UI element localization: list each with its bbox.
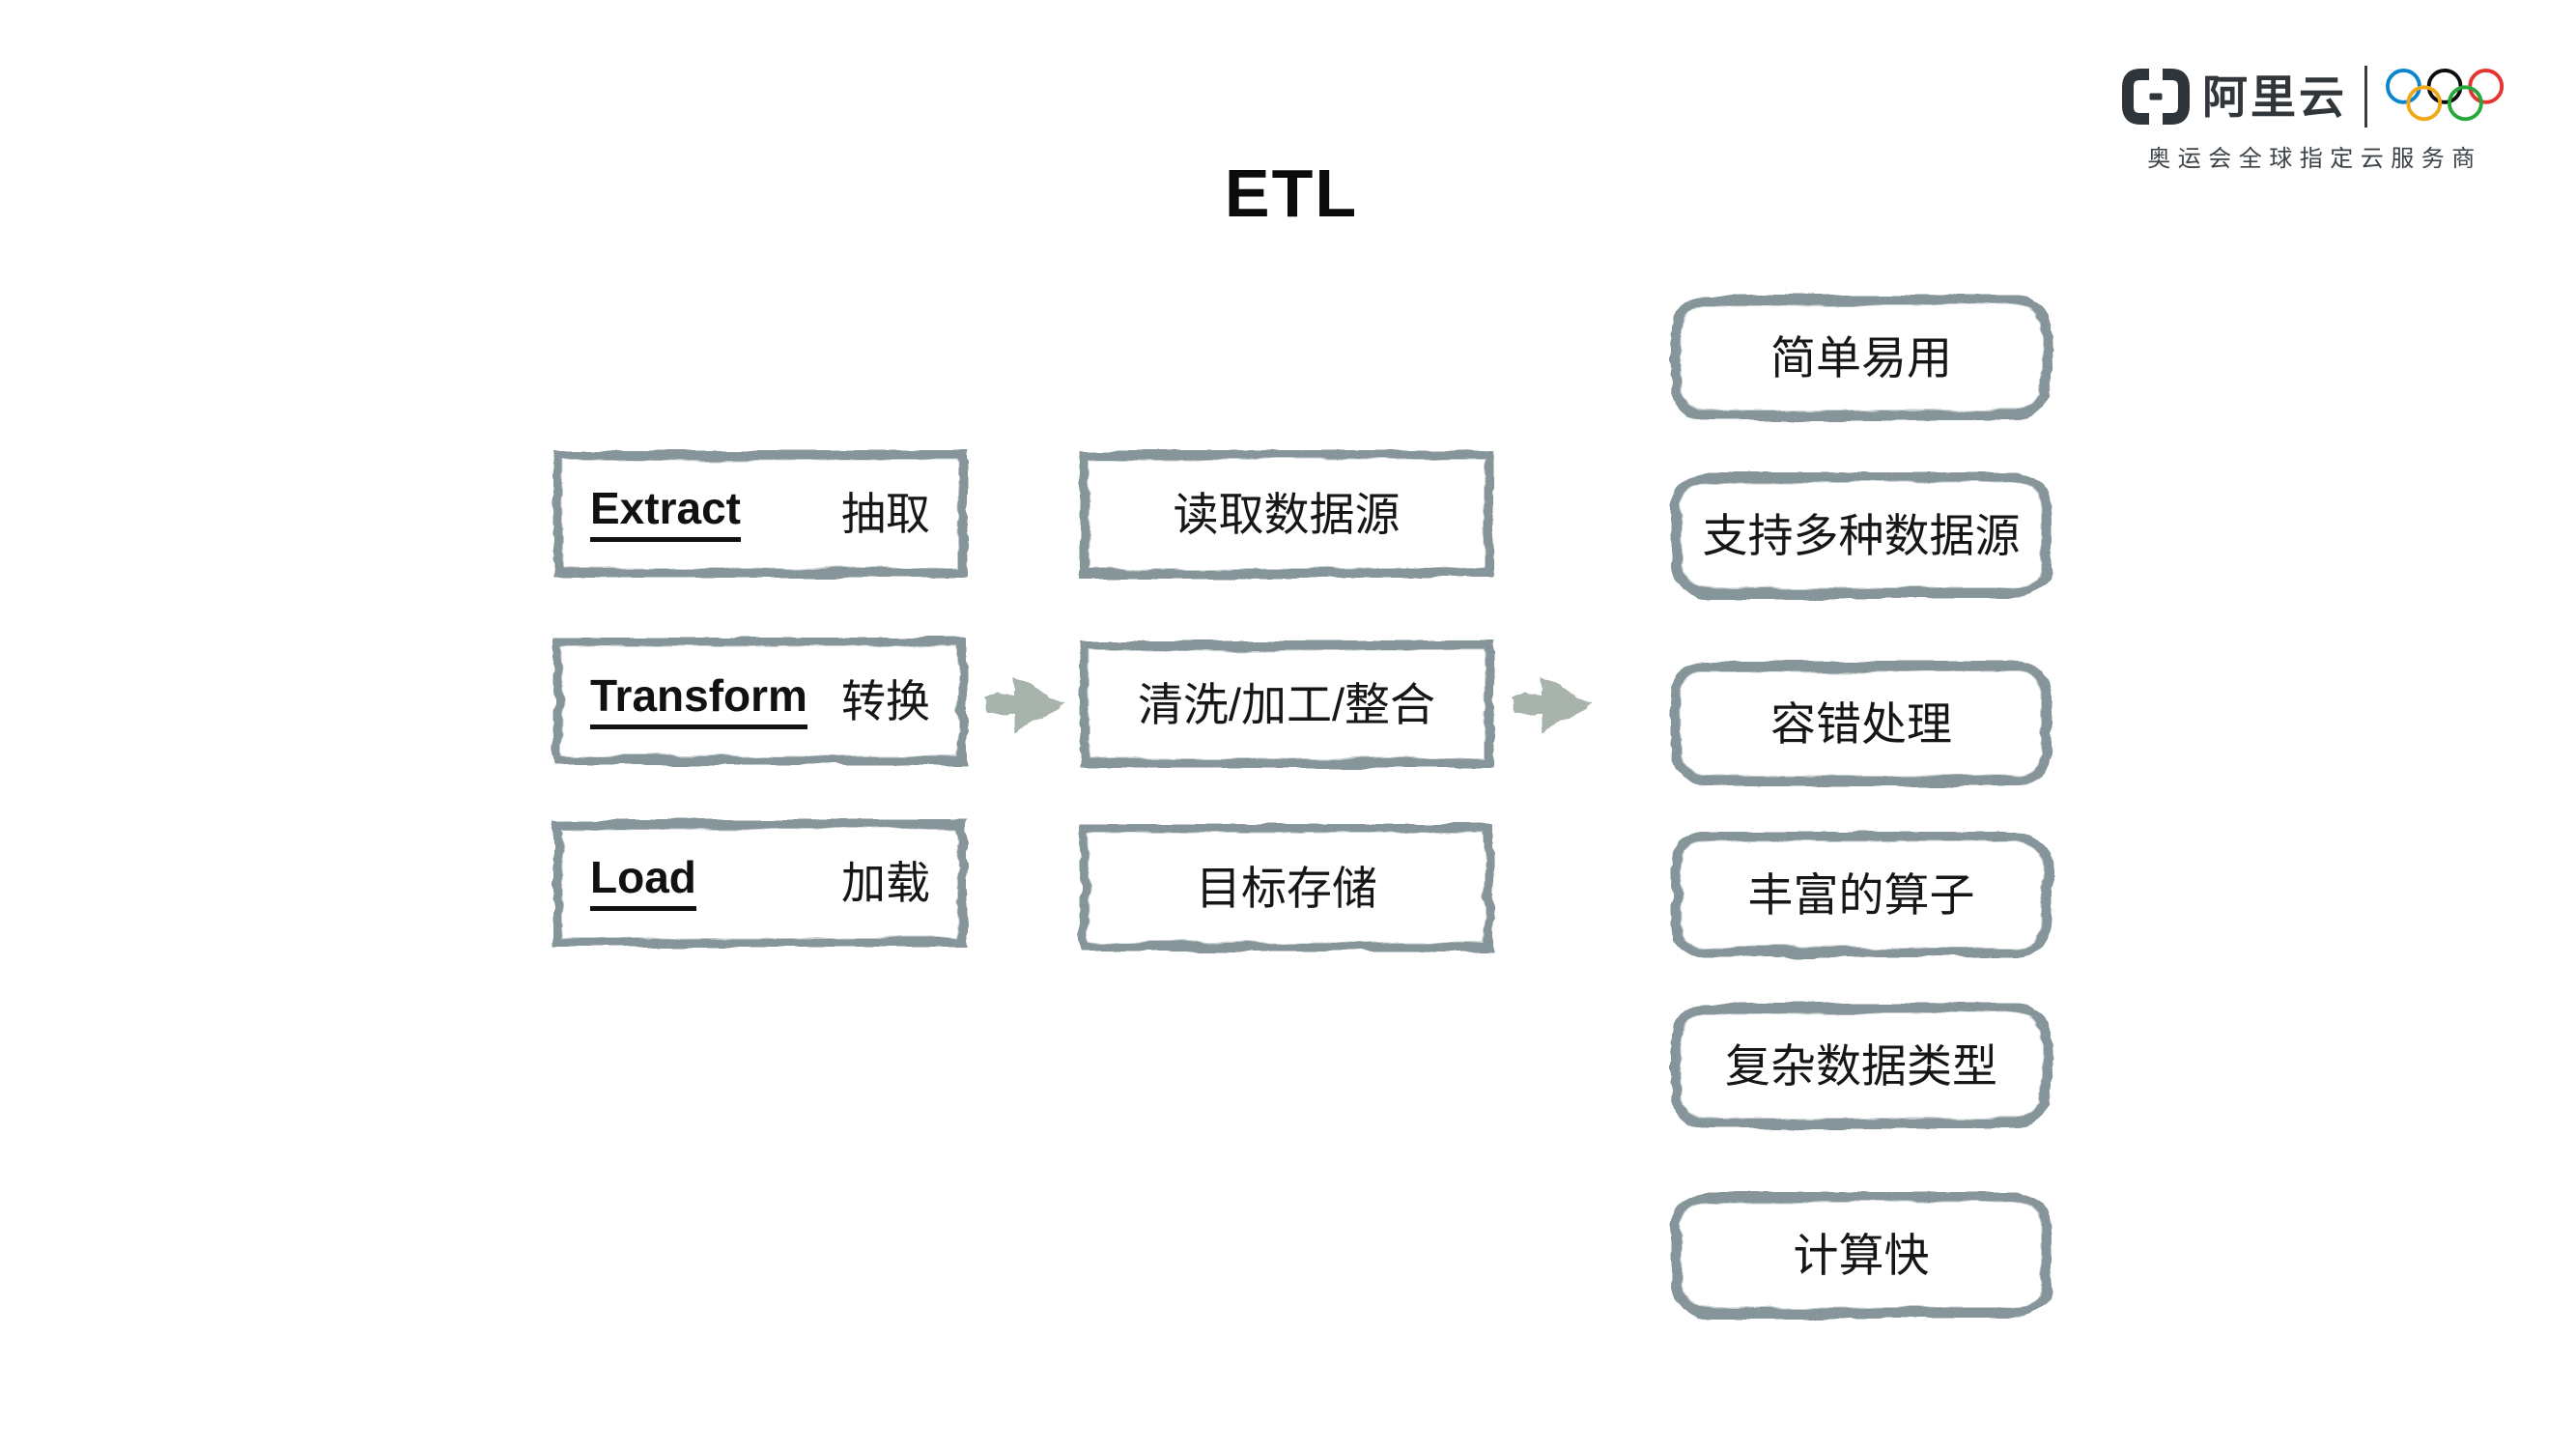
feature-label: 容错处理 bbox=[1770, 697, 1952, 750]
feature-fault-tolerance: 容错处理 bbox=[1671, 661, 2052, 786]
etl-step-load: Load 加载 bbox=[553, 819, 967, 947]
etl-step-zh-label: 转换 bbox=[841, 676, 930, 726]
alibaba-cloud-logo: 阿里云 奥运会全球指定云服务商 bbox=[2121, 66, 2508, 173]
feature-label: 支持多种数据源 bbox=[1702, 509, 2021, 561]
feature-label: 丰富的算子 bbox=[1747, 868, 1975, 921]
etl-step-zh-label: 抽取 bbox=[841, 489, 930, 539]
feature-easy-to-use: 简单易用 bbox=[1671, 295, 2052, 420]
process-step-label: 读取数据源 bbox=[1173, 488, 1401, 540]
process-step-label: 目标存储 bbox=[1196, 862, 1377, 914]
etl-step-transform: Transform 转换 bbox=[553, 638, 967, 765]
etl-step-zh-label: 加载 bbox=[841, 858, 930, 908]
sketch-arrow-right-icon bbox=[1513, 677, 1593, 732]
olympic-rings-icon bbox=[2386, 68, 2505, 122]
logo-divider bbox=[2364, 66, 2367, 128]
logo-row: 阿里云 bbox=[2121, 66, 2508, 128]
etl-step-en-label: Extract bbox=[590, 486, 741, 542]
logo-tagline: 奥运会全球指定云服务商 bbox=[2147, 146, 2482, 172]
sketch-arrow-right-icon bbox=[985, 677, 1065, 732]
feature-complex-data-types: 复杂数据类型 bbox=[1671, 1003, 2052, 1128]
logo-brand-text: 阿里云 bbox=[2202, 71, 2347, 123]
etl-step-en-label: Transform bbox=[590, 673, 807, 729]
etl-step-en-label: Load bbox=[590, 855, 696, 911]
feature-multiple-data-sources: 支持多种数据源 bbox=[1671, 472, 2052, 598]
etl-step-extract: Extract 抽取 bbox=[553, 450, 967, 578]
feature-label: 复杂数据类型 bbox=[1725, 1039, 1997, 1092]
feature-label: 简单易用 bbox=[1770, 331, 1952, 384]
feature-label: 计算快 bbox=[1793, 1229, 1930, 1281]
process-step-label: 清洗/加工/整合 bbox=[1137, 678, 1436, 730]
feature-fast-computation: 计算快 bbox=[1671, 1192, 2052, 1318]
page-title: ETL bbox=[1224, 156, 1359, 231]
process-step-clean-process-merge: 清洗/加工/整合 bbox=[1080, 640, 1493, 768]
feature-rich-operators: 丰富的算子 bbox=[1671, 832, 2052, 957]
alibaba-cloud-brackets-icon bbox=[2122, 69, 2190, 125]
process-step-read-source: 读取数据源 bbox=[1080, 450, 1493, 578]
process-step-target-storage: 目标存储 bbox=[1080, 824, 1493, 952]
